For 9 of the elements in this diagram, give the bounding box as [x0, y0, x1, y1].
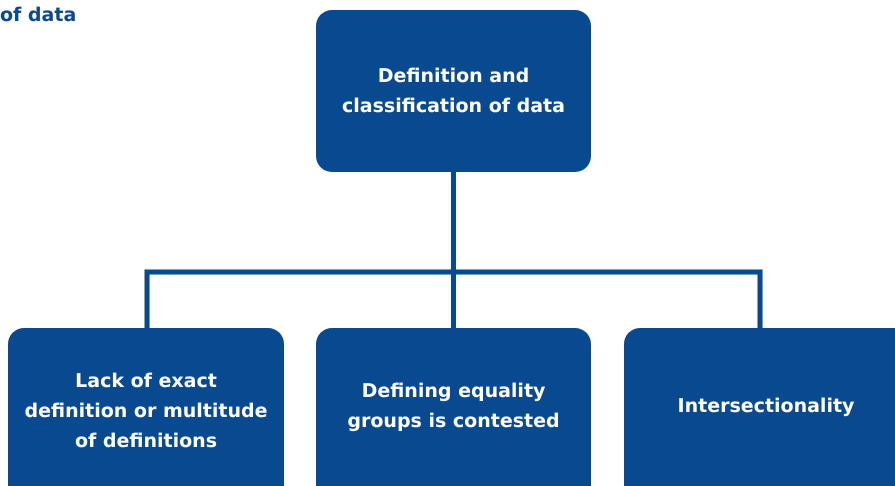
box-label: Defining equality groups is contested	[346, 379, 561, 434]
process-box	[316, 328, 591, 486]
diagram-title: of data	[0, 4, 76, 26]
process-box	[316, 10, 591, 172]
box-label: Intersectionality	[678, 394, 854, 419]
box-label: Lack of exact definition or multitude of definitions	[24, 369, 268, 454]
box-label: Definition and classification of data	[341, 64, 566, 119]
process-box	[624, 328, 895, 486]
process-box	[8, 328, 284, 486]
